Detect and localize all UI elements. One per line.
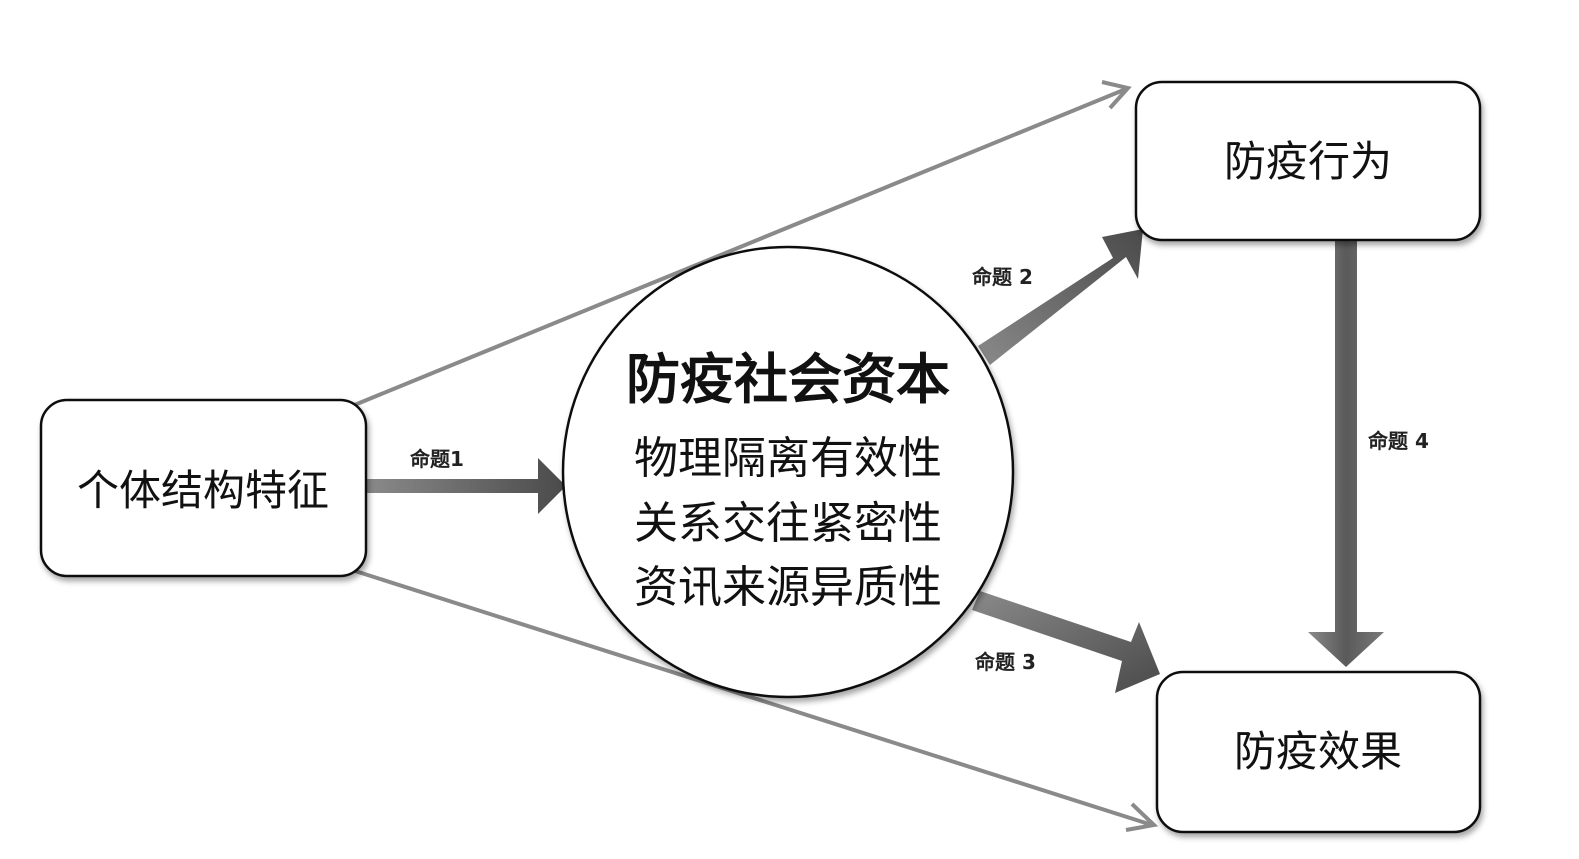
capital-dimension-information-heterogeneity: 资讯来源异质性 (634, 562, 942, 613)
prevention-effect-box: 防疫效果 (1155, 670, 1482, 834)
proposition-1-label: 命题1 (410, 447, 464, 471)
arrow-individual-to-effect (351, 568, 1159, 832)
prevention-behavior-box: 防疫行为 (1134, 80, 1482, 242)
arrow-proposition-1 (367, 458, 566, 514)
proposition-2-label: 命题 2 (972, 265, 1033, 289)
capital-dimension-relationship-closeness: 关系交往紧密性 (634, 498, 942, 549)
individual-characteristics-label: 个体结构特征 (77, 466, 329, 515)
social-capital-title: 防疫社会资本 (626, 348, 950, 411)
individual-characteristics-box: 个体结构特征 (39, 398, 368, 578)
prevention-effect-label: 防疫效果 (1234, 727, 1402, 776)
proposition-4-label: 命题 4 (1368, 429, 1429, 453)
capital-dimension-physical-isolation: 物理隔离有效性 (634, 433, 942, 484)
arrow-proposition-3 (972, 591, 1160, 693)
social-capital-circle: 防疫社会资本 物理隔离有效性 关系交往紧密性 资讯来源异质性 (561, 245, 1015, 699)
proposition-3-label: 命题 3 (975, 650, 1036, 674)
prevention-behavior-label: 防疫行为 (1224, 137, 1392, 186)
arrow-individual-to-behavior (351, 80, 1132, 408)
arrow-proposition-4 (1308, 240, 1384, 667)
arrow-proposition-2 (978, 229, 1143, 365)
